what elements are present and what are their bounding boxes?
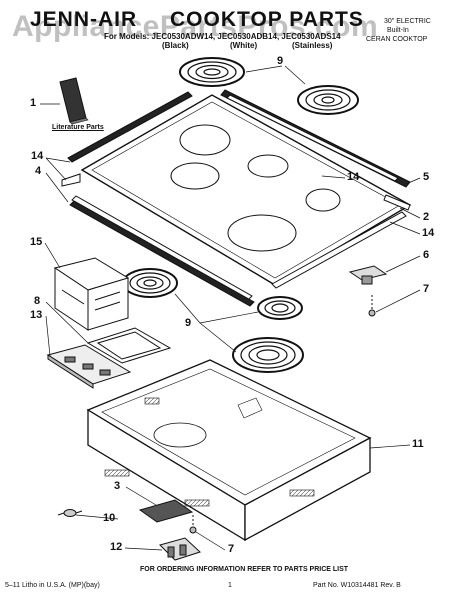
- leader-lines: [40, 65, 421, 551]
- product-type-line-3: CERAN COOKTOP: [366, 36, 428, 43]
- callout-3: 3: [114, 480, 121, 492]
- literature-parts-label: Literature Parts: [52, 124, 104, 131]
- surface-element-large: [232, 337, 304, 373]
- trim-strips: [61, 89, 411, 307]
- cover-plate: [138, 499, 194, 523]
- page-number: 1: [228, 582, 232, 589]
- callout-7-upper: 7: [423, 283, 430, 295]
- callout-14-left: 14: [31, 150, 44, 162]
- callout-9-lower: 9: [185, 317, 192, 329]
- variant-stainless: (Stainless): [292, 41, 333, 50]
- surface-element-top-left: [179, 57, 245, 87]
- ordering-note: FOR ORDERING INFORMATION REFER TO PARTS …: [140, 566, 349, 573]
- callout-9-top: 9: [277, 55, 284, 67]
- product-type-line-2: Built-In: [387, 27, 409, 34]
- variant-white: (White): [230, 41, 258, 50]
- model-list: For Models: JEC0530ADW14, JEC0530ADB14, …: [104, 32, 341, 41]
- callout-10: 10: [103, 512, 116, 524]
- thermal-limiter: [57, 509, 83, 517]
- literature-booklet: [59, 77, 89, 125]
- callout-2: 2: [423, 211, 430, 223]
- surface-element-top-right: [297, 85, 359, 115]
- product-type-line-1: 30" ELECTRIC: [384, 18, 431, 25]
- surface-element-left: [122, 268, 178, 298]
- screw-upper: [368, 295, 376, 317]
- surface-element-center: [257, 296, 303, 320]
- litho-info: 5–11 Litho in U.S.A. (MP)(bay): [5, 582, 100, 589]
- terminal-assembly: [159, 537, 201, 561]
- callout-15: 15: [30, 236, 43, 248]
- callout-5: 5: [423, 171, 430, 183]
- callout-14-right: 14: [422, 227, 435, 239]
- callout-7-lower: 7: [228, 543, 235, 555]
- callout-13: 13: [30, 309, 43, 321]
- callout-4: 4: [35, 165, 42, 177]
- variant-black: (Black): [162, 41, 189, 50]
- control-board: [46, 344, 132, 389]
- screw-lower: [189, 515, 197, 534]
- mounting-bracket: [86, 327, 172, 364]
- terminal-block: [53, 257, 130, 331]
- part-number: Part No. W10314481 Rev. B: [313, 582, 401, 589]
- limit-switch: [348, 265, 388, 285]
- page-title: COOKTOP PARTS: [170, 8, 364, 31]
- brand-title: JENN-AIR: [30, 8, 138, 31]
- callout-8: 8: [34, 295, 41, 307]
- watermark: AppliancePartsPros.com: [12, 10, 379, 43]
- burner-box: [86, 359, 372, 542]
- callout-1: 1: [30, 97, 37, 109]
- callout-11: 11: [412, 438, 424, 450]
- callout-14-center: 14: [347, 171, 360, 183]
- callout-6: 6: [423, 249, 430, 261]
- callout-12: 12: [110, 541, 123, 553]
